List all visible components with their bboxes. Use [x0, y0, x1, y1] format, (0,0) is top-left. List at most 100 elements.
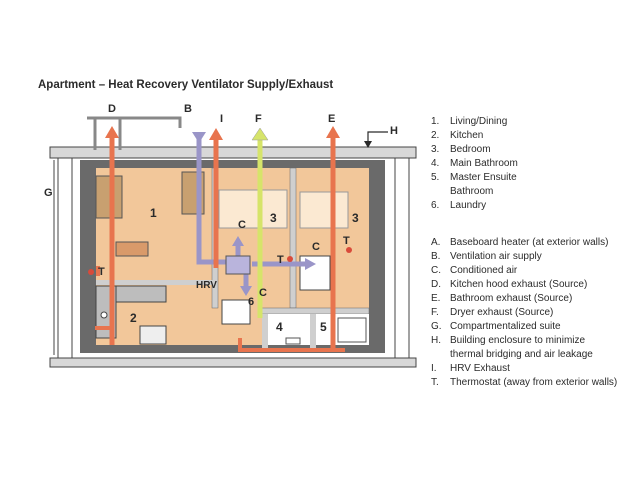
- legend-entry: 5. Master Ensuite: [431, 171, 518, 185]
- roof-intake: [87, 116, 182, 128]
- legend-key: 3.: [431, 144, 440, 155]
- legend-entry: C. Conditioned air: [431, 264, 617, 278]
- room-label-1: 1: [150, 206, 157, 220]
- supply-arrow: [192, 132, 206, 143]
- exterior-wall-left: [57, 157, 73, 359]
- label-C-1: C: [238, 219, 246, 231]
- legend-text: Building enclosure to minimize: [450, 335, 586, 346]
- partition-bedrooms: [289, 167, 297, 309]
- sofa: [95, 175, 123, 219]
- legend-text: thermal bridging and air leakage: [450, 349, 593, 360]
- enclosure-pointer-head: [364, 141, 372, 148]
- toilet: [285, 337, 301, 345]
- legend-entry: 2. Kitchen: [431, 129, 518, 143]
- closet-bedroom: [299, 255, 331, 291]
- roof-slab: [49, 146, 417, 159]
- conditioned-arrow-right: [305, 258, 316, 270]
- thermostat-dot-1: [88, 269, 94, 275]
- legend-key: B.: [431, 251, 441, 262]
- partition-main-bath: [262, 314, 268, 352]
- room-label-4: 4: [276, 320, 283, 334]
- legend-entry: H. Building enclosure to minimize: [431, 334, 617, 348]
- legend-key: D.: [431, 279, 441, 290]
- label-G: G: [44, 187, 53, 199]
- conditioned-arrow-down: [240, 286, 252, 296]
- exterior-wall-right: [394, 157, 410, 359]
- hrv-unit: [225, 255, 251, 275]
- label-D: D: [108, 103, 116, 115]
- room-label-3a: 3: [270, 211, 277, 225]
- legend-key: A.: [431, 237, 441, 248]
- legend-entry: 3. Bedroom: [431, 143, 518, 157]
- legend-entry: G.Compartmentalized suite: [431, 320, 617, 334]
- legend-entry: 1.Living/Dining: [431, 115, 518, 129]
- main-bathroom-floor: [268, 314, 310, 345]
- legend-text: HRV Exhaust: [450, 363, 510, 374]
- suite-wall-left: [80, 160, 96, 352]
- label-F: F: [255, 113, 262, 125]
- legend-entry: E. Bathroom exhaust (Source): [431, 292, 617, 306]
- legend-key: C.: [431, 265, 441, 276]
- legend-key: F.: [431, 307, 439, 318]
- diagram-title: Apartment – Heat Recovery Ventilator Sup…: [38, 79, 334, 91]
- legend-key: 6.: [431, 200, 440, 211]
- apartment-floor-plan: D B I F E H G 1 2 3 3 4 5 6 C C C T T T …: [44, 103, 417, 368]
- legend-entry: 4. Main Bathroom: [431, 157, 518, 171]
- legend-text: Ventilation air supply: [450, 251, 542, 262]
- enclosure-pointer: [367, 131, 388, 145]
- label-hrv: HRV: [196, 280, 217, 291]
- sink: [100, 311, 108, 319]
- legend-entry: D. Kitchen hood exhaust (Source): [431, 278, 617, 292]
- legend-entry: B. Ventilation air supply: [431, 250, 617, 264]
- label-T-2: T: [277, 254, 284, 266]
- label-H: H: [390, 125, 398, 137]
- label-T-3: T: [343, 235, 350, 247]
- room-label-2: 2: [130, 311, 137, 325]
- suite-wall-top: [80, 160, 385, 168]
- legend-key: 4.: [431, 158, 440, 169]
- legend-items: A.Baseboard heater (at exterior walls)B.…: [431, 236, 617, 390]
- kitchen-exhaust-arrow: [105, 126, 119, 138]
- legend-key: H.: [431, 335, 441, 346]
- legend-text: Thermostat (away from exterior walls): [450, 377, 618, 388]
- legend-text: Conditioned air: [450, 265, 518, 276]
- bed-2: [299, 191, 349, 229]
- legend-key: T.: [431, 377, 439, 388]
- legend-entry: Bathroom: [431, 185, 518, 199]
- label-C-3: C: [259, 287, 267, 299]
- legend-entry: I.HRV Exhaust: [431, 362, 617, 376]
- legend-text: Bathroom exhaust (Source): [450, 293, 573, 304]
- ensuite-floor: [316, 314, 369, 345]
- legend-entry: A.Baseboard heater (at exterior walls): [431, 236, 617, 250]
- closet-laundry: [221, 299, 251, 325]
- legend-text: Master Ensuite: [450, 172, 517, 183]
- legend-key: 2.: [431, 130, 440, 141]
- bed-1: [218, 189, 288, 229]
- legend-key: 5.: [431, 172, 440, 183]
- legend-text: Bedroom: [450, 144, 491, 155]
- legend-text: Kitchen hood exhaust (Source): [450, 279, 588, 290]
- suite-wall-right: [369, 160, 385, 352]
- legend-text: Kitchen: [450, 130, 484, 141]
- kitchen-island: [139, 325, 167, 345]
- legend-text: Living/Dining: [450, 116, 508, 127]
- label-I: I: [220, 113, 223, 125]
- thermostat-dot-2: [287, 256, 293, 262]
- legend-entry: 6.Laundry: [431, 199, 518, 213]
- label-C-2: C: [312, 241, 320, 253]
- dryer-exhaust-arrow: [251, 127, 269, 141]
- room-label-3b: 3: [352, 211, 359, 225]
- hrv-exhaust-arrow: [209, 128, 223, 140]
- legend-key: [431, 185, 450, 199]
- room-label-6: 6: [248, 296, 254, 308]
- legend-entry: F.Dryer exhaust (Source): [431, 306, 617, 320]
- bathtub: [337, 317, 367, 343]
- suite-wall-bottom: [80, 345, 385, 353]
- legend-text: Main Bathroom: [450, 158, 518, 169]
- legend-key: E.: [431, 293, 441, 304]
- kitchen-counter-top: [115, 285, 167, 303]
- bathroom-exhaust-arrow: [326, 126, 340, 138]
- legend-key: [431, 348, 450, 362]
- dining-table: [115, 241, 149, 257]
